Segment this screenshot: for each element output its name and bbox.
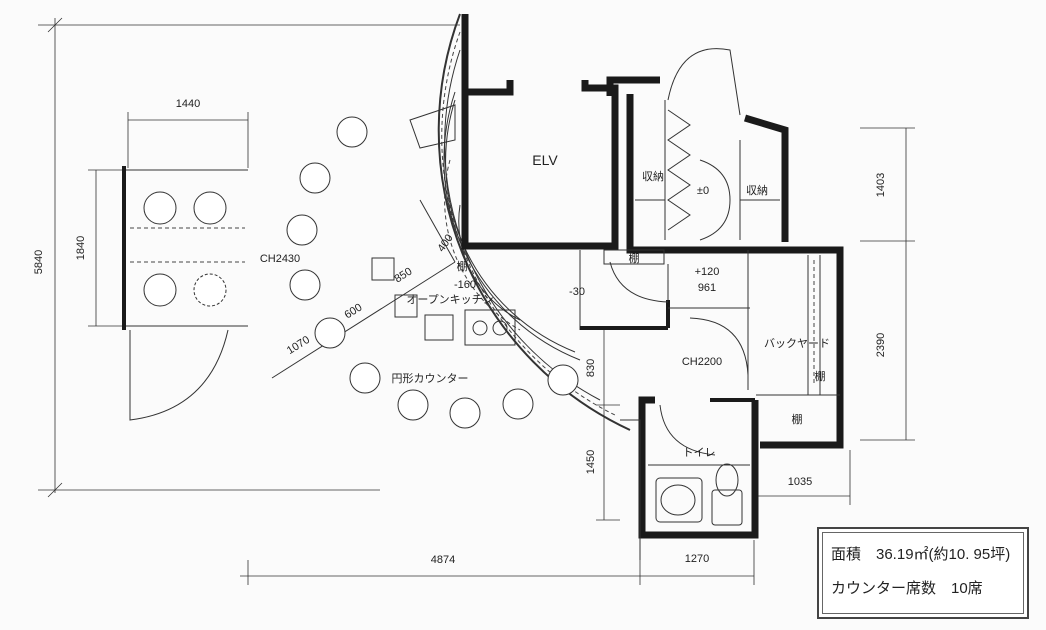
counter-seat: [547, 364, 579, 396]
dimension-lines: [38, 17, 915, 585]
table-area: [122, 166, 248, 421]
shelf-c-label: 棚: [815, 369, 826, 383]
storage-block: [579, 48, 844, 449]
stove: [464, 309, 516, 346]
counter-seat: [449, 397, 481, 429]
level-backyard: +120: [695, 266, 720, 278]
ceiling-back: CH2200: [682, 356, 722, 368]
ceiling-main: CH2430: [260, 253, 300, 265]
dim-radius-counter: 600: [342, 302, 364, 322]
table-seat: [143, 273, 177, 307]
dim-toilet-height: 1450: [585, 450, 597, 474]
level-kitchen: -160: [454, 279, 476, 291]
shelf-a-label: 棚: [457, 259, 468, 273]
dim-radius-inner: 400: [435, 232, 455, 254]
storage-left-label: 収納: [642, 170, 664, 183]
dim-radius-seating: 1070: [285, 334, 312, 357]
elevator-shaft: [461, 14, 660, 250]
level-zero-label: ±0: [697, 185, 709, 197]
counter-seat: [397, 389, 429, 421]
round-counter-label: 円形カウンター: [392, 372, 469, 385]
door-swing: [129, 329, 229, 421]
open-kitchen-label: オープンキッチン: [406, 293, 493, 306]
counter-seat: [502, 388, 534, 420]
counter-seat: [286, 214, 318, 246]
dim-storage-height: 1403: [875, 173, 887, 197]
counter-seat: [349, 362, 381, 394]
table-seat: [143, 191, 177, 225]
round-dining: [271, 13, 631, 431]
area-text: 面積 36.19㎡(約10. 95坪): [831, 546, 1011, 563]
summary-box: 面積 36.19㎡(約10. 95坪) カウンター席数 10席: [817, 527, 1029, 619]
backyard-label: バックヤード: [764, 337, 830, 350]
dim-toilet-width: 1270: [685, 553, 709, 565]
seat-count-text: カウンター席数 10席: [831, 580, 983, 597]
shelf-d-label: 棚: [792, 412, 803, 426]
toilet-label: トイレ: [683, 447, 716, 459]
dim-backyard-height: 2390: [875, 333, 887, 357]
dim-backyard-width: 1035: [788, 476, 812, 488]
storage-right-label: 収納: [746, 184, 768, 197]
dim-table-width: 1440: [176, 98, 200, 110]
shelf-b-label: 棚: [629, 251, 640, 265]
counter-seat: [289, 269, 321, 301]
table-seat: [193, 273, 227, 307]
radius-line: [271, 261, 456, 379]
counter-seat: [314, 317, 346, 349]
backyard: [689, 250, 840, 396]
counter-seat: [336, 116, 368, 148]
dim-radius-kitchen: 850: [392, 266, 414, 286]
table-seat: [193, 191, 227, 225]
elv-label: ELV: [532, 152, 558, 168]
dim-overall-height: 5840: [33, 250, 45, 274]
dim-corridor-gap: 830: [585, 359, 597, 377]
dim-table-height: 1840: [75, 236, 87, 260]
level-corridor: -30: [569, 286, 585, 298]
level-backyard-sub: 961: [698, 282, 716, 294]
toilet-room: [620, 396, 759, 560]
dim-overall-width: 4874: [431, 554, 455, 566]
counter-seat: [299, 162, 331, 194]
